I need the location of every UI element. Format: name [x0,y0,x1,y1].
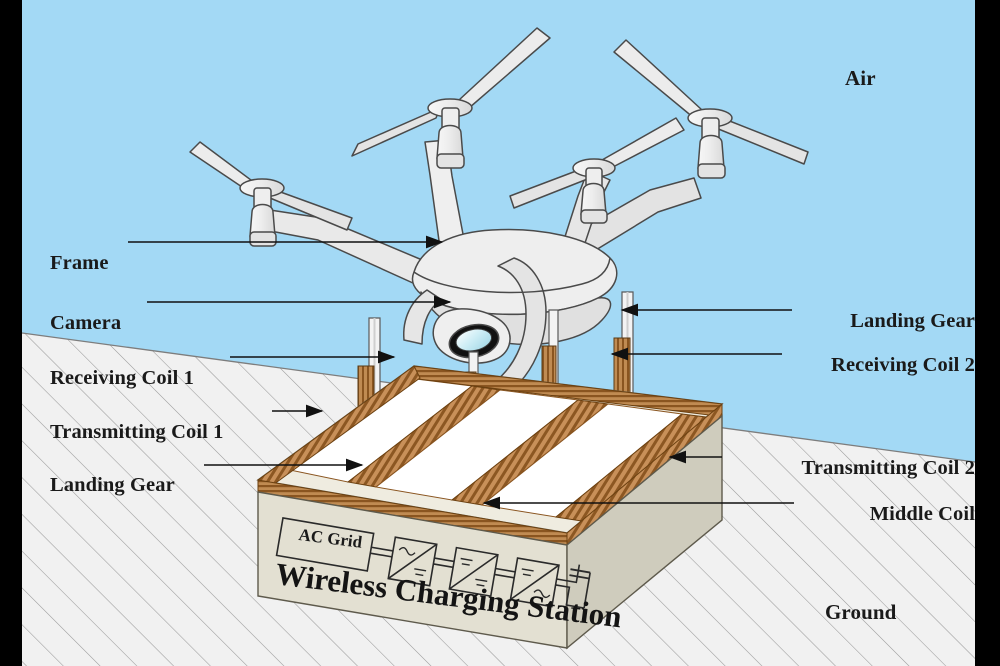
label-camera: Camera [50,312,122,334]
left-border-bar [0,0,22,666]
label-receiving-coil-1: Receiving Coil 1 [50,367,194,389]
dc-dash-2 [415,573,424,577]
dc-dash-3 [475,578,488,582]
dc-dash-2 [522,573,531,577]
output-wire-bottom [555,584,585,609]
sine-symbol [533,589,551,599]
dc-dash-4 [476,583,485,587]
motor-collar [436,153,465,169]
bus-line-top [434,557,455,563]
circuit-block-dcdc [448,546,499,598]
capacitor-plate-1 [570,568,591,574]
right-border-bar [975,0,1000,666]
bus-line-bottom [433,563,454,569]
bus-line-top [495,567,516,573]
drone-body-seam [413,257,611,294]
bus-line-top [371,546,394,552]
sine-symbol [398,547,416,556]
dc-dash-1 [460,557,473,562]
bus-line-bottom [370,552,393,558]
drone-layer [189,27,809,389]
dc-dash-2 [461,563,470,566]
capacitor-plate-2 [569,574,590,580]
label-middle-coil: Middle Coil [869,503,975,525]
label-frame: Frame [50,252,109,274]
capacitor-lead [583,572,591,609]
dc-dash-1 [414,568,427,572]
propeller-rear-right [613,39,809,179]
label-landing-gear-left: Landing Gear [50,474,175,496]
label-air: Air [845,66,876,90]
diagram-scene: AC Grid Wireless Charging Station [22,0,975,666]
propeller-front-left [189,141,353,247]
ac-grid-box [275,516,375,572]
circuit-layer [275,516,591,609]
propeller-front-center [351,27,551,169]
motor-collar [580,209,608,224]
motor-collar [697,163,726,179]
camera [432,308,511,364]
label-ground: Ground [825,600,897,624]
label-transmitting-coil-2: Transmitting Coil 2 [801,457,975,479]
circuit-block-rectifier [387,536,438,587]
label-receiving-coil-2: Receiving Coil 2 [831,354,975,376]
label-transmitting-coil-1: Transmitting Coil 1 [50,421,224,443]
annotation-layer [128,235,794,510]
label-landing-gear-right: Landing Gear [850,310,975,332]
propeller-rear-center [509,117,685,224]
dc-dash-1 [521,568,534,572]
camera-lens [455,328,493,352]
circuit-block-inverter [509,557,560,608]
bus-line-bottom [494,573,515,579]
